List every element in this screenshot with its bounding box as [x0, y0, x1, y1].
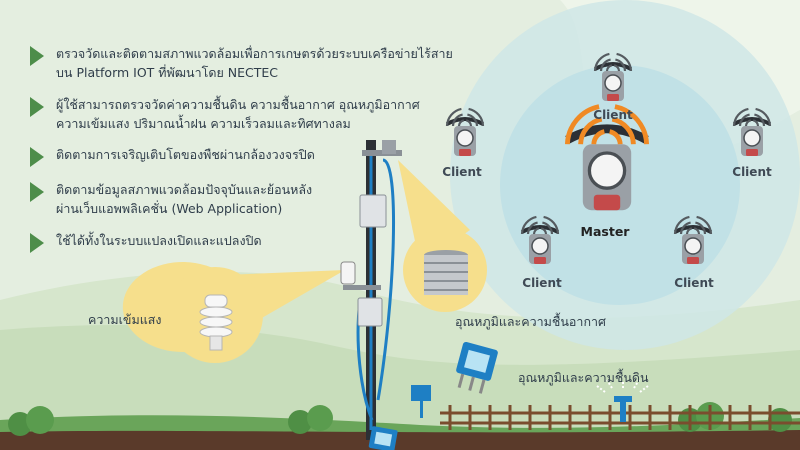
bullet-2: ผู้ใช้สามารถตรวจวัดค่าความชื้นดิน ความชื…	[30, 95, 420, 133]
client-node-right	[733, 117, 771, 156]
bullet-arrow-icon	[30, 147, 44, 167]
small-light-sensor-icon	[340, 261, 356, 285]
master-node	[565, 124, 649, 211]
client-label-bottom-left: Client	[522, 276, 562, 290]
control-box	[359, 194, 387, 228]
client-node-left	[446, 117, 484, 156]
soil-sensor-icon	[456, 341, 498, 394]
bullet-arrow-icon	[30, 46, 44, 66]
client-node-left-signal-icon	[445, 107, 485, 127]
client-label-left: Client	[442, 165, 482, 179]
bullet-4: ติดตามข้อมูลสภาพแวดล้อมปัจจุบันและย้อนหล…	[30, 180, 312, 218]
bullet-2-line-2: ความเข้มแสง ปริมาณน้ำฝน ความเร็วลมและทิศ…	[56, 116, 351, 131]
light-sensor-icon	[199, 294, 233, 351]
bullet-1-line-1: ตรวจวัดและติดตามสภาพแวดล้อมเพื่อการเกษตร…	[56, 46, 453, 61]
radiation-shield-icon	[424, 250, 468, 295]
bullet-4-line-1: ติดตามข้อมูลสภาพแวดล้อมปัจจุบันและย้อนหล…	[56, 182, 313, 197]
air-sensor-label: อุณหภูมิและความชื้นอากาศ	[455, 314, 606, 329]
client-label-top: Client	[593, 108, 633, 122]
master-label: Master	[580, 224, 630, 239]
field-node-icon	[411, 385, 431, 418]
bullet-5-line-1: ใช้ได้ทั้งในระบบแปลงเปิดและแปลงปิด	[56, 233, 262, 248]
sprinkler-icon	[596, 379, 649, 422]
client-node-bottom-left-signal-icon	[520, 215, 560, 235]
client-node-bottom-right-signal-icon	[673, 215, 713, 235]
light-sensor-label: ความเข้มแสง	[88, 312, 162, 327]
client-label-right: Client	[732, 165, 772, 179]
bullet-arrow-icon	[30, 97, 44, 117]
soil-strip	[0, 430, 800, 450]
bullet-4-line-2: ผ่านเว็บแอพพลิเคชั่น (Web Application)	[56, 201, 283, 216]
battery-box	[357, 297, 383, 327]
bullet-3: ติดตามการเจริญเติบโตของพืชผ่านกล้องวงจรป…	[30, 145, 315, 167]
buried-soil-sensor-icon	[368, 426, 398, 450]
bullet-arrow-icon	[30, 233, 44, 253]
bullet-5: ใช้ได้ทั้งในระบบแปลงเปิดและแปลงปิด	[30, 231, 262, 253]
client-label-bottom-right: Client	[674, 276, 714, 290]
bullet-1-line-2: บน Platform IOT ที่พัฒนาโดย NECTEC	[56, 65, 278, 80]
weather-station-pole	[340, 140, 402, 440]
bullet-arrow-icon	[30, 182, 44, 202]
client-node-top	[594, 62, 632, 101]
master-node-signal-icon	[564, 104, 650, 145]
client-node-bottom-left	[521, 225, 559, 264]
client-node-bottom-right	[674, 225, 712, 264]
client-node-right-signal-icon	[732, 107, 772, 127]
bullet-3-line-1: ติดตามการเจริญเติบโตของพืชผ่านกล้องวงจรป…	[56, 147, 315, 162]
client-node-top-signal-icon	[593, 52, 633, 72]
soil-sensor-label: อุณหภูมิและความชื้นดิน	[518, 370, 649, 385]
bullet-2-line-1: ผู้ใช้สามารถตรวจวัดค่าความชื้นดิน ความชื…	[56, 97, 420, 112]
bullet-1: ตรวจวัดและติดตามสภาพแวดล้อมเพื่อการเกษตร…	[30, 44, 453, 82]
